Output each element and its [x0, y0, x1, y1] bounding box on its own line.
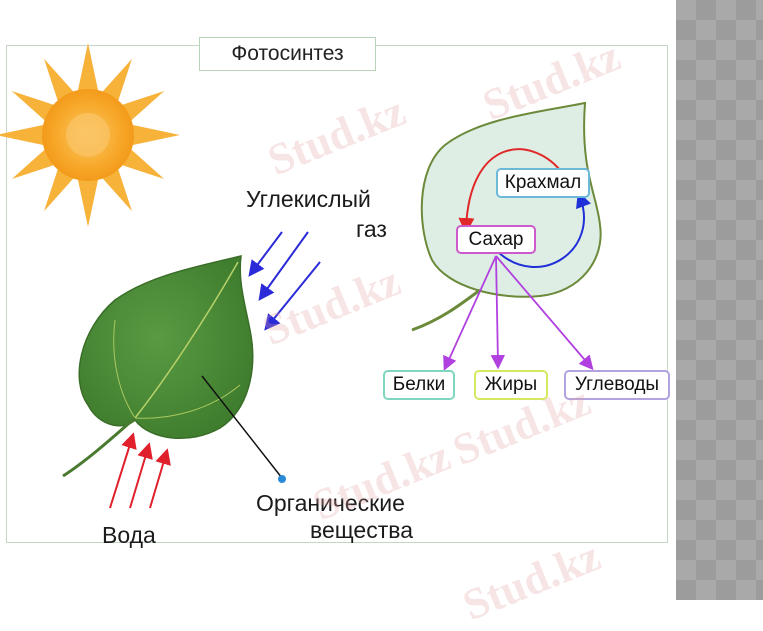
- organic-label-line2: вещества: [310, 517, 413, 543]
- sugar-chip: Сахар: [456, 225, 536, 254]
- organic-label-line1: Органические: [256, 490, 405, 516]
- slide: Фотосинтез Углекислый газ Вода Органичес…: [0, 30, 670, 631]
- co2-label-line2: газ: [356, 216, 387, 242]
- product-fats: Жиры: [474, 370, 548, 400]
- leaf-outline-icon: [411, 101, 602, 332]
- diagram-art: [0, 43, 602, 509]
- water-arrows: [109, 432, 171, 509]
- diagram-title: Фотосинтез: [199, 37, 376, 71]
- co2-label-line1: Углекислый: [246, 186, 371, 212]
- co2-arrows: [248, 231, 321, 331]
- sun-icon: [0, 43, 180, 227]
- decorative-side-pattern: [676, 0, 763, 600]
- leaf-icon: [62, 255, 254, 478]
- water-label: Вода: [102, 522, 156, 548]
- product-proteins: Белки: [383, 370, 455, 400]
- starch-chip: Крахмал: [496, 168, 590, 198]
- product-carbohydrates: Углеводы: [564, 370, 670, 400]
- pointer-dot-icon: [278, 475, 286, 483]
